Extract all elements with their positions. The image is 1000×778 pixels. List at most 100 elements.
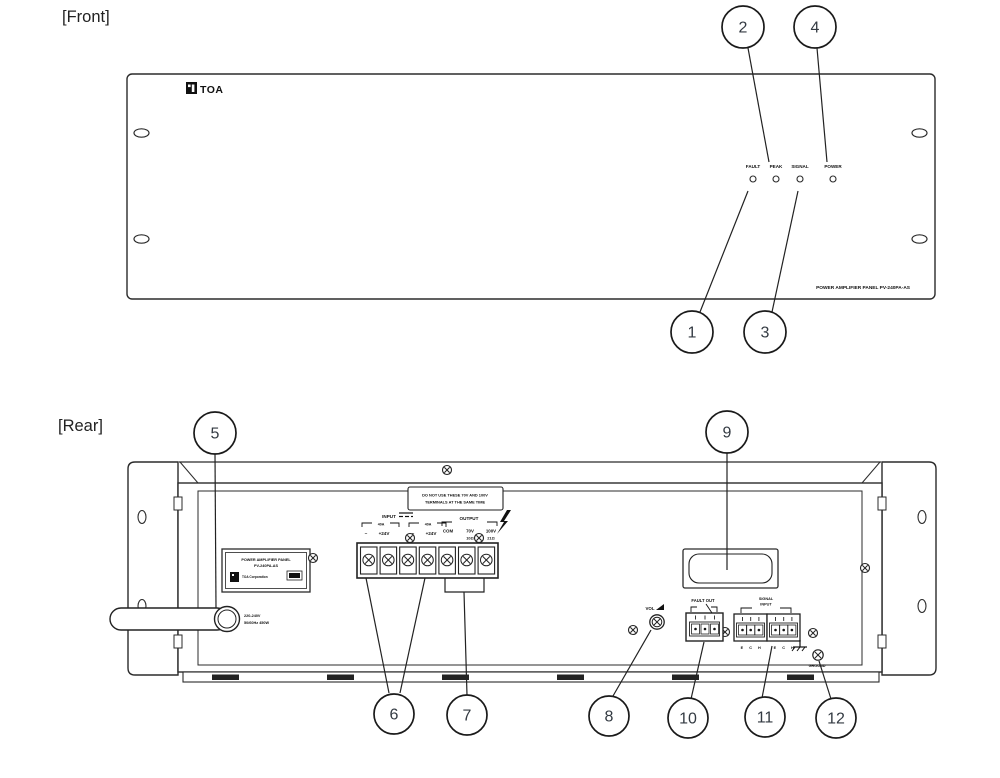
svg-text:220-240V: 220-240V: [244, 614, 261, 618]
callout-12: 12: [815, 697, 857, 739]
svg-text:E C H: E C H: [741, 646, 764, 650]
output-labels: OUTPUT COM 70V 100V 10Ω 21Ω: [441, 510, 511, 541]
svg-text:40A: 40A: [425, 523, 432, 527]
toa-logo-icon: [186, 82, 197, 94]
mount-slot-bottom-right: [911, 234, 928, 244]
rear-panel-inner: [197, 490, 863, 666]
svg-text:TOA Corporation: TOA Corporation: [242, 575, 268, 579]
power-terminal-block: [356, 542, 499, 579]
ground-symbol-icon: [791, 640, 807, 652]
power-rating-text: 220-240V 50/60Hz 450W: [244, 614, 270, 625]
indicator-peak: PEAK: [770, 164, 783, 183]
signal-block-1: [733, 613, 768, 642]
svg-text:11: 11: [757, 710, 774, 727]
signal-label: SIGNAL: [791, 164, 809, 169]
foot: [672, 674, 699, 680]
svg-text:+24V: +24V: [426, 531, 438, 536]
power-cord: [109, 605, 241, 633]
leader-6b: [399, 577, 426, 694]
power-label: POWER: [824, 164, 842, 169]
svg-text:3: 3: [761, 325, 770, 342]
leader-10: [690, 641, 705, 700]
callout-6: 6: [373, 693, 415, 735]
volume-wedge-icon: [656, 604, 664, 610]
indicator-power: POWER: [824, 164, 842, 183]
screw: [807, 627, 819, 639]
foot: [327, 674, 354, 680]
svg-text:40A: 40A: [378, 523, 385, 527]
leader-4: [816, 47, 828, 163]
svg-text:POWER AMPLIFIER PANEL: POWER AMPLIFIER PANEL: [241, 558, 291, 562]
power-led: [829, 175, 837, 183]
foot: [442, 674, 469, 680]
svg-text:TERMINALS AT THE SAME TIME: TERMINALS AT THE SAME TIME: [425, 500, 485, 505]
fault-out-connector: FAULT OUT: [685, 598, 724, 642]
signal-block-2: [766, 613, 801, 642]
volume-control: VOL: [645, 604, 665, 630]
leader-7: [444, 578, 485, 696]
leader-5: [214, 453, 217, 609]
ear-slot-left-top: [137, 509, 147, 525]
svg-text:6: 6: [390, 707, 399, 724]
brand-text: TOA: [200, 84, 223, 96]
terminal-cell: [457, 546, 476, 575]
indicator-fault: FAULT: [746, 164, 760, 183]
leader-6a: [365, 577, 390, 694]
mount-slot-top-right: [911, 128, 928, 138]
plate-toa-logo-icon: [230, 572, 239, 582]
warning-box: DO NOT USE THESE 70V AND 100V TERMINALS …: [407, 486, 504, 511]
svg-text:COM: COM: [443, 529, 454, 534]
svg-text:FAULT OUT: FAULT OUT: [691, 598, 715, 603]
svg-text:4: 4: [811, 20, 820, 37]
ground-terminal: GROUND: [791, 640, 826, 668]
screw: [859, 562, 871, 574]
terminal-cell: [399, 546, 417, 575]
svg-text:5: 5: [211, 426, 220, 443]
callout-1: 1: [670, 310, 714, 354]
peak-led: [772, 175, 780, 183]
svg-text:100V: 100V: [486, 529, 496, 534]
lightning-icon: [497, 510, 511, 534]
svg-text:PV-240PA-AS: PV-240PA-AS: [254, 564, 278, 568]
svg-text:SIGNAL: SIGNAL: [759, 597, 774, 601]
svg-text:INPUT: INPUT: [382, 514, 396, 519]
svg-text:GROUND: GROUND: [809, 664, 826, 668]
callout-3: 3: [743, 310, 787, 354]
bottom-lip: [182, 671, 880, 683]
svg-text:OUTPUT: OUTPUT: [460, 516, 479, 521]
toa-logo: TOA: [186, 82, 223, 96]
front-model-text: POWER AMPLIFIER PANEL PV-240PA-AS: [816, 285, 911, 291]
leader-3: [771, 190, 799, 313]
foot: [787, 674, 814, 680]
terminal-cell: [379, 546, 398, 575]
chassis-corner-left: [179, 461, 199, 484]
rear-section-label: [Rear]: [58, 417, 103, 435]
svg-text:10Ω: 10Ω: [466, 536, 473, 541]
svg-text:70V: 70V: [466, 529, 474, 534]
callout-8: 8: [588, 695, 630, 737]
svg-text:12: 12: [827, 711, 845, 728]
svg-text:1: 1: [688, 325, 697, 342]
svg-text:8: 8: [605, 709, 614, 726]
signal-input-connector: SIGNAL INPUT E C H E C H: [733, 597, 801, 650]
name-plate: POWER AMPLIFIER PANEL PV-240PA-AS TOA Co…: [221, 548, 311, 593]
terminal-cell: [477, 546, 496, 575]
front-panel-face: [126, 73, 936, 300]
side-tab: [173, 496, 183, 511]
ear-slot-right-bottom: [917, 598, 927, 614]
indicator-signal: SIGNAL: [791, 164, 809, 183]
svg-text:9: 9: [723, 425, 732, 442]
svg-text:−: −: [412, 531, 415, 536]
terminal-cell: [438, 546, 456, 575]
mount-slot-top-left: [133, 128, 150, 138]
terminal-cell: [418, 546, 437, 575]
foot: [212, 674, 239, 680]
screw: [307, 552, 319, 564]
input-labels: INPUT 40A 40A − +24V − +24V: [361, 512, 447, 536]
side-tab: [877, 634, 887, 649]
leader-1: [699, 190, 749, 313]
callout-9: 9: [705, 410, 749, 454]
callout-2: 2: [721, 5, 765, 49]
leader-11: [761, 645, 773, 699]
